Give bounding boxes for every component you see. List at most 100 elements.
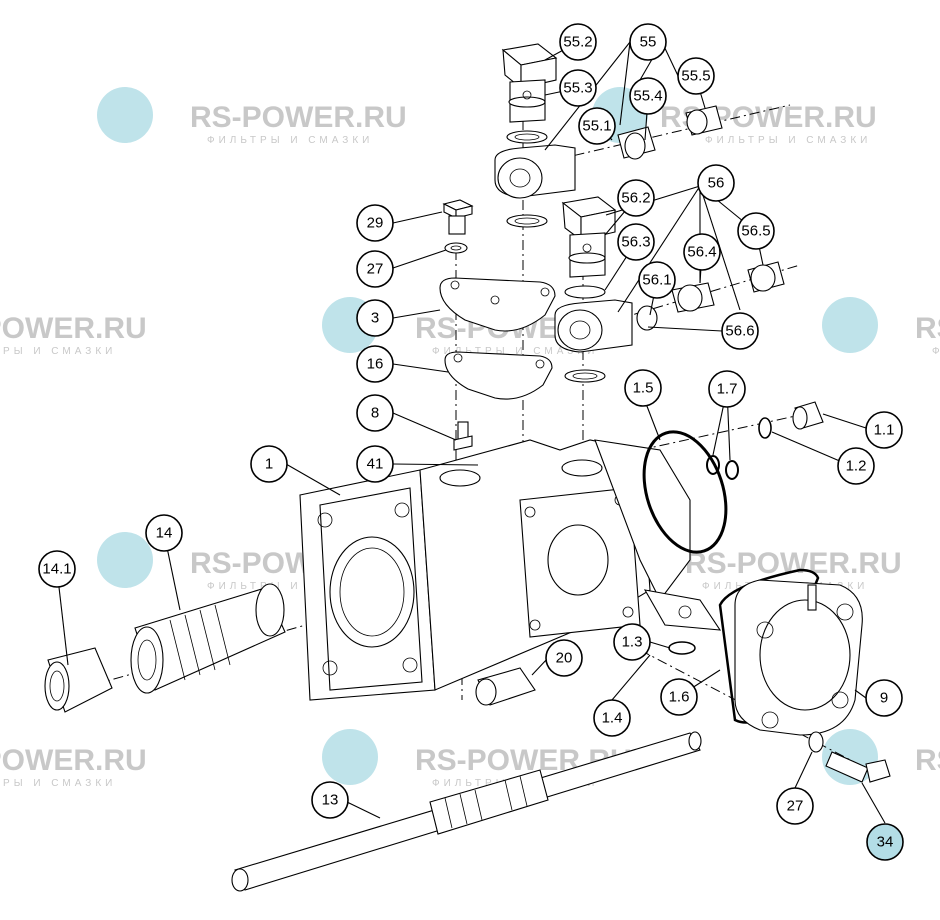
svg-text:56.6: 56.6 (725, 323, 754, 340)
watermark-tagline: ФИЛЬТРЫ И СМАЗКИ (0, 778, 116, 789)
callout-56-2[interactable]: 56.2 (617, 179, 655, 217)
part-27-washer (444, 242, 468, 254)
svg-text:56.2: 56.2 (621, 190, 650, 207)
svg-text:55: 55 (640, 34, 657, 51)
callout-3[interactable]: 3 (356, 299, 394, 337)
callout-55-4[interactable]: 55.4 (629, 77, 667, 115)
svg-text:1: 1 (265, 456, 273, 473)
watermark-brand: RS-POWER.RU (915, 312, 940, 345)
svg-text:13: 13 (322, 792, 339, 809)
watermark-bottom-left: RS-POWER.RU ФИЛЬТРЫ И СМАЗКИ (0, 744, 147, 789)
callout-27-upper[interactable]: 27 (356, 250, 394, 288)
callout-55-1[interactable]: 55.1 (578, 107, 616, 145)
part-9-end-cover (734, 579, 863, 736)
svg-text:3: 3 (371, 310, 379, 327)
svg-text:1.5: 1.5 (633, 380, 654, 397)
svg-text:55.4: 55.4 (633, 88, 662, 105)
callout-8[interactable]: 8 (356, 394, 394, 432)
part-55-banjo-fitting (494, 43, 723, 228)
watermark-brand: RS-POWER.RU (190, 101, 407, 134)
callout-55-5[interactable]: 55.5 (677, 57, 715, 95)
part-1-2-o-ring (758, 417, 772, 439)
part-27-washer-lower (808, 731, 824, 753)
watermark-tagline: ФИЛЬТРЫ И СМАЗКИ (207, 135, 373, 146)
callout-56-5[interactable]: 56.5 (737, 212, 775, 250)
watermark-tagline: ФИЛЬТРЫ И СМАЗКИ (432, 346, 598, 357)
callout-1-4[interactable]: 1.4 (593, 699, 631, 737)
part-13-shaft (231, 731, 702, 892)
part-3-cover-plate (439, 277, 556, 332)
svg-text:1.7: 1.7 (717, 381, 738, 398)
svg-text:56: 56 (708, 175, 725, 192)
part-14-1-nut (44, 647, 113, 713)
svg-text:1.6: 1.6 (669, 689, 690, 706)
svg-text:9: 9 (880, 690, 888, 707)
callout-1[interactable]: 1 (250, 445, 288, 483)
callout-56-4[interactable]: 56.4 (683, 233, 721, 271)
callout-55-3[interactable]: 55.3 (559, 69, 597, 107)
svg-text:55.3: 55.3 (563, 80, 592, 97)
part-14-threaded-sleeve (130, 583, 286, 694)
callout-56-3[interactable]: 56.3 (617, 223, 655, 261)
watermark-logo-icon (97, 532, 153, 588)
svg-text:56.3: 56.3 (621, 234, 650, 251)
svg-text:55.2: 55.2 (563, 34, 592, 51)
callout-9[interactable]: 9 (865, 679, 903, 717)
callout-27-lower[interactable]: 27 (776, 787, 814, 825)
callout-1-3[interactable]: 1.3 (613, 623, 651, 661)
svg-text:16: 16 (367, 356, 384, 373)
watermark-tagline: ФИЛЬТРЫ И СМАЗКИ (207, 581, 373, 592)
part-1-3-snap-ring (668, 641, 696, 655)
watermark-brand: RS-POWER.RU (0, 312, 147, 345)
part-56-banjo-fitting (554, 196, 785, 383)
callout-1-1[interactable]: 1.1 (865, 411, 903, 449)
callout-29[interactable]: 29 (356, 204, 394, 242)
callout-55[interactable]: 55 (629, 23, 667, 61)
callout-34[interactable]: 34 (866, 823, 904, 861)
callout-1-5[interactable]: 1.5 (624, 369, 662, 407)
svg-text:56.1: 56.1 (642, 272, 671, 289)
callout-14[interactable]: 14 (145, 514, 183, 552)
svg-text:27: 27 (787, 798, 804, 815)
svg-text:1.3: 1.3 (622, 634, 643, 651)
callout-16[interactable]: 16 (356, 345, 394, 383)
part-1-5-o-ring (642, 430, 728, 554)
callout-56-6[interactable]: 56.6 (721, 312, 759, 350)
part-20-plug (475, 667, 536, 706)
svg-text:56.5: 56.5 (741, 223, 770, 240)
watermark-top-left: RS-POWER.RU ФИЛЬТРЫ И СМАЗКИ (97, 87, 407, 146)
callout-1-2[interactable]: 1.2 (837, 447, 875, 485)
svg-text:27: 27 (367, 261, 384, 278)
callout-1-6[interactable]: 1.6 (660, 678, 698, 716)
watermark-logo-icon (822, 297, 878, 353)
svg-text:29: 29 (367, 215, 384, 232)
callout-55-2[interactable]: 55.2 (559, 23, 597, 61)
svg-text:14.1: 14.1 (42, 561, 71, 578)
part-16-gasket (444, 351, 553, 400)
svg-text:1.1: 1.1 (874, 422, 895, 439)
callout-41[interactable]: 41 (356, 445, 394, 483)
callout-20[interactable]: 20 (545, 639, 583, 677)
callout-56-1[interactable]: 56.1 (638, 261, 676, 299)
watermark-tagline: ФИЛЬТРЫ И СМАЗКИ (932, 346, 940, 357)
svg-text:55.5: 55.5 (681, 68, 710, 85)
watermark-tagline: ФИЛЬТРЫ И СМАЗКИ (0, 346, 116, 357)
svg-text:8: 8 (371, 405, 379, 422)
svg-text:1.2: 1.2 (846, 458, 867, 475)
watermark-logo-icon (322, 729, 378, 785)
svg-text:56.4: 56.4 (687, 244, 716, 261)
callout-56[interactable]: 56 (697, 164, 735, 202)
svg-text:55.1: 55.1 (582, 118, 611, 135)
part-1-housing (299, 439, 722, 701)
part-1-7-o-ring (706, 455, 739, 480)
callout-1-7[interactable]: 1.7 (708, 370, 746, 408)
svg-text:41: 41 (367, 456, 384, 473)
watermark-mid-left: RS-POWER.RU ФИЛЬТРЫ И СМАЗКИ (0, 312, 147, 357)
part-8-breather (453, 421, 473, 451)
watermark-mid-right: RS-POWER.RU ФИЛЬТРЫ И СМАЗКИ (822, 297, 940, 357)
part-29-bolt (442, 199, 474, 235)
svg-text:1.4: 1.4 (602, 710, 623, 727)
watermark-tagline: ФИЛЬТРЫ И СМАЗКИ (705, 135, 871, 146)
callout-14-1[interactable]: 14.1 (38, 550, 76, 588)
callout-13[interactable]: 13 (311, 781, 349, 819)
